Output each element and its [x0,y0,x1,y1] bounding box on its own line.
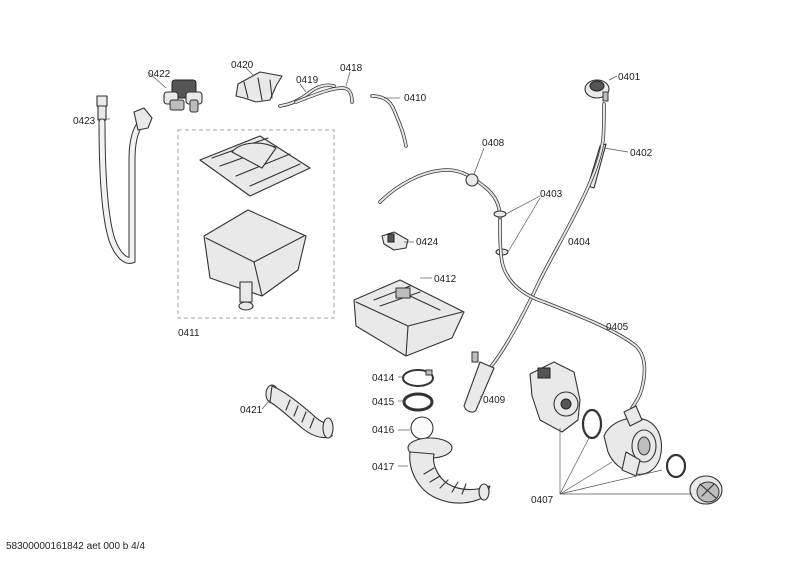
part-0422-inlet-valve[interactable] [147,71,203,113]
label-0409: 0409 [483,395,506,406]
label-0418: 0418 [340,63,363,74]
label-0412: 0412 [434,274,457,285]
label-0408: 0408 [482,138,505,149]
part-0417-sump-hose[interactable] [398,437,491,504]
label-0419: 0419 [296,75,319,86]
part-0419-hose[interactable] [278,83,336,108]
label-0417: 0417 [372,462,395,473]
label-0422: 0422 [148,69,171,80]
part-0411-dispenser-assembly[interactable] [177,129,335,319]
part-0407-drain-pump[interactable] [529,361,723,505]
label-0415: 0415 [372,397,395,408]
part-0405-hose[interactable] [498,218,647,410]
part-0423-inlet-hose[interactable] [96,95,153,264]
label-0416: 0416 [372,425,395,436]
part-0410-hose[interactable] [370,94,408,148]
label-0410: 0410 [404,93,427,104]
label-0414: 0414 [372,373,395,384]
label-0423: 0423 [73,116,96,127]
part-0404-pressure-hose[interactable] [486,102,606,372]
part-0424-clip[interactable] [381,231,414,251]
part-0415-seal[interactable] [398,392,434,412]
label-0405: 0405 [606,322,629,333]
label-0407: 0407 [531,495,554,506]
label-0411: 0411 [178,328,200,339]
label-0424: 0424 [416,237,439,248]
part-0414-clamp-ring[interactable] [398,369,434,387]
part-0408-hose[interactable] [378,147,502,220]
part-0416-ball[interactable] [398,416,434,440]
label-0404: 0404 [568,237,591,248]
part-0418-hose[interactable] [294,71,354,104]
part-0412-dispenser-housing[interactable] [353,277,465,357]
label-0401: 0401 [618,72,641,83]
part-0421-bellows-hose[interactable] [261,384,334,439]
part-0409-air-trap[interactable] [463,351,495,413]
document-number-footer: 58300000161842 aet 000 b 4/4 [6,541,145,552]
label-0420: 0420 [231,60,254,71]
label-0421: 0421 [240,405,263,416]
label-0403: 0403 [540,189,563,200]
part-0420-bracket[interactable] [235,67,283,103]
part-0401-pressure-switch[interactable] [584,75,618,102]
label-0402: 0402 [630,148,653,159]
part-0402-hose-sleeve[interactable] [587,143,629,189]
